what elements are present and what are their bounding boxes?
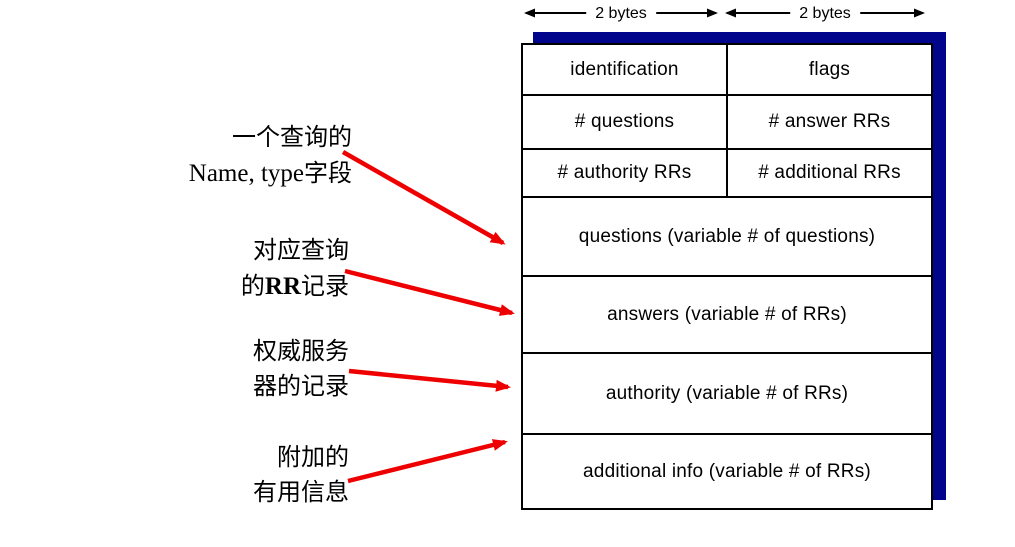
annotation-line: 附加的: [277, 445, 349, 471]
annotation-authoritative-records: 权威服务 器的记录: [253, 335, 349, 405]
byte-width-label-left: 2 bytes: [586, 4, 656, 23]
table-row: # questions # answer RRs: [523, 96, 931, 150]
annotation-line: 权威服务: [253, 339, 349, 365]
table-row: additional info (variable # of RRs): [523, 435, 931, 508]
annotation-line: 对应查询: [253, 238, 349, 264]
table-cell-answers: answers (variable # of RRs): [607, 303, 847, 325]
table-row: identification flags: [523, 45, 931, 96]
dns-message-table: identification flags # questions # answe…: [521, 43, 933, 510]
byte-width-label-right: 2 bytes: [790, 4, 860, 23]
table-row: questions (variable # of questions): [523, 198, 931, 277]
annotation-line: 一个查询的: [232, 125, 352, 151]
table-cell-questions: questions (variable # of questions): [578, 225, 876, 247]
table-row: authority (variable # of RRs): [523, 354, 931, 435]
table-row: # authority RRs # additional RRs: [523, 150, 931, 198]
table-cell-num-questions: # questions: [574, 111, 675, 132]
annotation-arrow-answers: [344, 268, 515, 316]
annotation-line: Name, type字段: [188, 160, 352, 187]
table-cell-num-authority-rrs: # authority RRs: [557, 162, 692, 183]
table-cell-additional-info: additional info (variable # of RRs): [583, 460, 871, 482]
table-cell-num-answer-rrs: # answer RRs: [726, 96, 931, 148]
table-cell-authority: authority (variable # of RRs): [605, 382, 849, 404]
annotation-line: 有用信息: [253, 480, 349, 506]
table-cell-flags: flags: [726, 45, 931, 94]
annotation-arrow-questions: [341, 150, 506, 245]
annotation-line: 的RR记录: [240, 273, 349, 300]
annotation-arrow-authority: [348, 368, 511, 392]
annotation-additional-info: 附加的 有用信息: [253, 441, 349, 511]
annotation-query-fields: 一个查询的 Name, type字段: [189, 121, 352, 192]
table-cell-identification: identification: [570, 58, 679, 80]
annotation-arrow-additional: [347, 439, 508, 484]
table-cell-num-additional-rrs: # additional RRs: [726, 150, 931, 196]
annotation-rr-records: 对应查询 的RR记录: [241, 234, 349, 305]
annotation-line: 器的记录: [253, 374, 349, 400]
table-row: answers (variable # of RRs): [523, 277, 931, 354]
